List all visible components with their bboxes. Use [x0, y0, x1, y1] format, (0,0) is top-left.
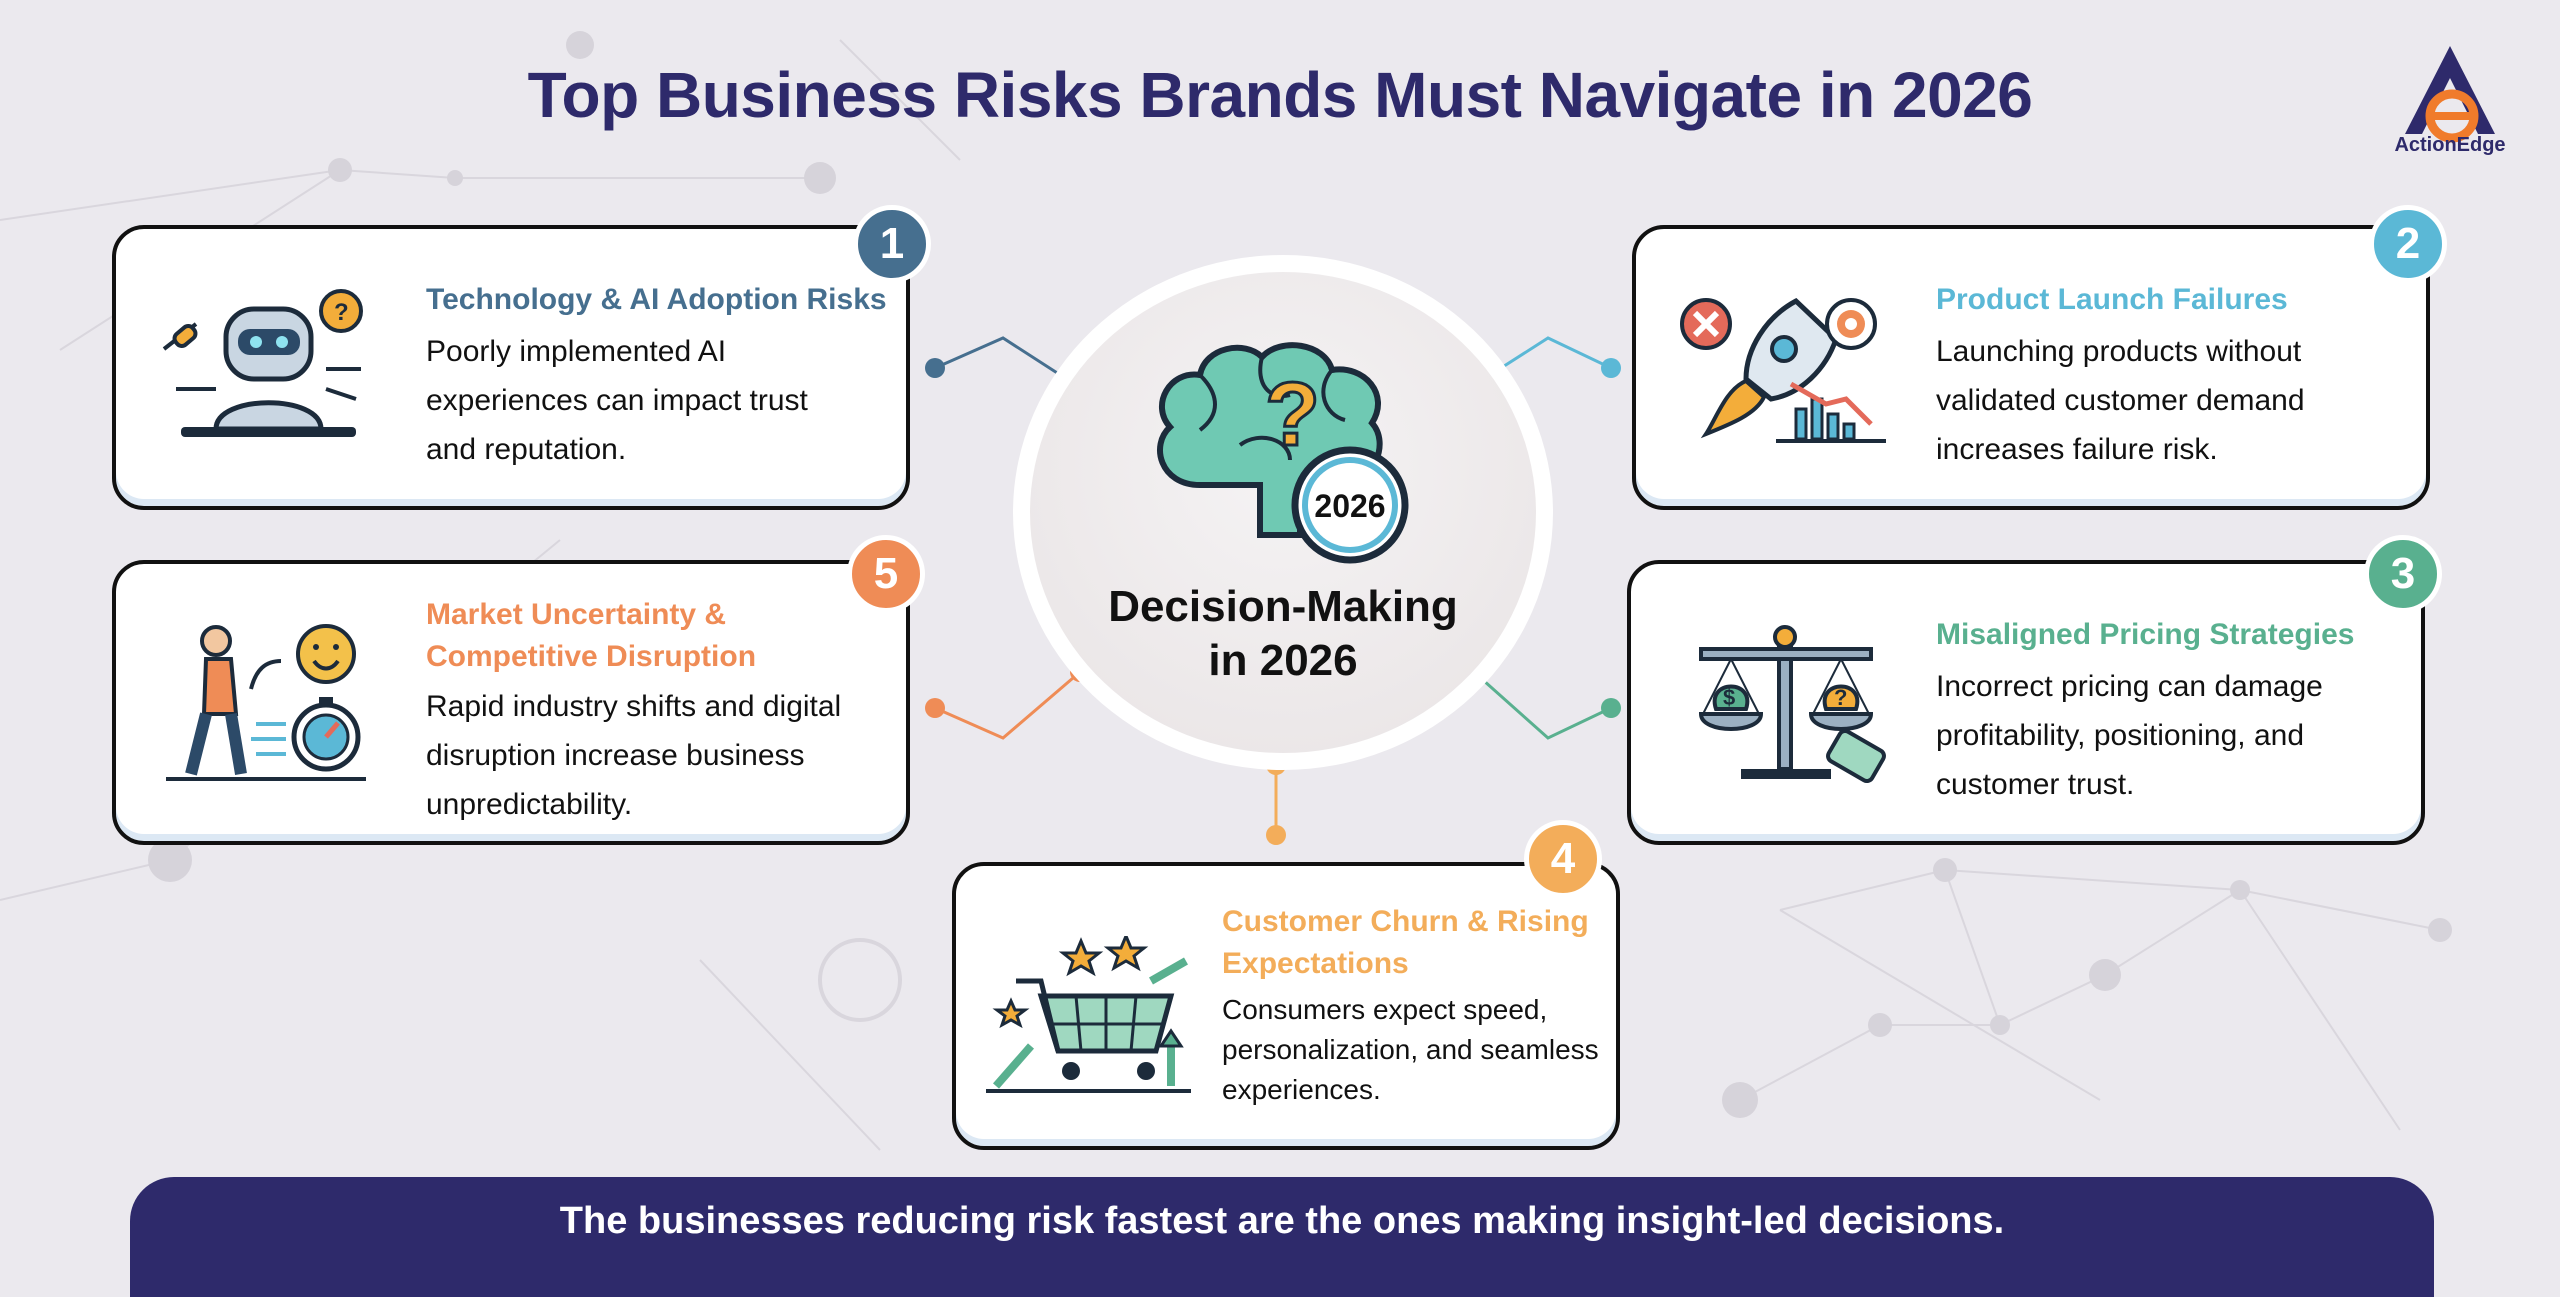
risk-card-4: Customer Churn & Rising Expectations Con…	[952, 862, 1620, 1150]
risk-card-1: ? Technology & AI Adoption Risks Poorly …	[112, 225, 910, 510]
risk-badge-5: 5	[847, 535, 925, 613]
risk-badge-4: 4	[1524, 820, 1602, 898]
risk-desc-1-line1: Poorly implemented AI	[426, 335, 727, 368]
risk-desc-2: Launching products without validated cus…	[1936, 327, 2305, 474]
risk-desc-2-line2: validated customer demand	[1936, 384, 2305, 417]
hub-label: Decision-Making in 2026	[1030, 580, 1536, 688]
shopping-cart-icon	[986, 936, 1191, 1093]
risk-desc-5: Rapid industry shifts and digital disrup…	[426, 682, 841, 829]
risk-title-5-line1: Market Uncertainty &	[426, 598, 727, 631]
risk-desc-5-line2: disruption increase business	[426, 739, 805, 772]
risk-title-3: Misaligned Pricing Strategies	[1936, 618, 2355, 651]
risk-desc-3-line1: Incorrect pricing can damage	[1936, 670, 2323, 703]
banner-text: The businesses reducing risk fastest are…	[559, 1200, 2005, 1242]
svg-text:$: $	[1723, 685, 1735, 710]
person-stopwatch-icon	[166, 624, 366, 781]
risk-desc-4-line1: Consumers expect speed,	[1222, 994, 1548, 1025]
risk-desc-2-line3: increases failure risk.	[1936, 433, 2218, 466]
risk-title-5-line2: Competitive Disruption	[426, 640, 757, 673]
clock-year: 2026	[1314, 488, 1385, 524]
scale-icon: $ ?	[1698, 625, 1886, 784]
risk-desc-4: Consumers expect speed, personalization,…	[1222, 990, 1599, 1110]
risk-desc-5-line3: unpredictability.	[426, 788, 633, 821]
risk-badge-1: 1	[853, 205, 931, 283]
risk-title-4: Customer Churn & Rising Expectations	[1222, 901, 1589, 985]
rocket-icon	[1680, 297, 1886, 443]
risk-desc-3-line3: customer trust.	[1936, 768, 2135, 801]
risk-desc-2-line1: Launching products without	[1936, 335, 2302, 368]
bottom-banner	[130, 1177, 2434, 1297]
risk-card-2: Product Launch Failures Launching produc…	[1632, 225, 2430, 510]
risk-title-2: Product Launch Failures	[1936, 283, 2288, 316]
risk-card-5: Market Uncertainty & Competitive Disrupt…	[112, 560, 910, 845]
risk-desc-3: Incorrect pricing can damage profitabili…	[1936, 662, 2323, 809]
risk-desc-1: Poorly implemented AI experiences can im…	[426, 327, 808, 474]
risk-badge-2: 2	[2369, 205, 2447, 283]
risk-desc-1-line2: experiences can impact trust	[426, 384, 808, 417]
page-title: Top Business Risks Brands Must Navigate …	[527, 59, 2033, 131]
svg-text:?: ?	[1834, 685, 1847, 710]
risk-desc-1-line3: and reputation.	[426, 433, 627, 466]
svg-text:?: ?	[1265, 365, 1320, 465]
actionedge-logo-icon	[2405, 46, 2495, 143]
logo-name: ActionEdge	[2394, 134, 2506, 156]
brain-clock-icon: ? 2026	[1157, 342, 1409, 564]
risk-desc-5-line1: Rapid industry shifts and digital	[426, 690, 842, 723]
risk-desc-4-line2: personalization, and seamless	[1222, 1034, 1599, 1065]
risk-badge-3: 3	[2364, 535, 2442, 613]
risk-title-4-line2: Expectations	[1222, 947, 1409, 980]
risk-desc-4-line3: experiences.	[1222, 1074, 1381, 1105]
hub-label-line1: Decision-Making	[1108, 582, 1458, 631]
risk-desc-3-line2: profitability, positioning, and	[1936, 719, 2304, 752]
hub-label-line2: in 2026	[1208, 636, 1358, 685]
risk-title-1: Technology & AI Adoption Risks	[426, 283, 887, 316]
risk-title-5: Market Uncertainty & Competitive Disrupt…	[426, 594, 756, 678]
risk-card-3: $ ? Misaligned Pricing Strategies Incorr…	[1627, 560, 2425, 845]
svg-text:?: ?	[334, 299, 349, 326]
risk-title-4-line1: Customer Churn & Rising	[1222, 905, 1589, 938]
robot-icon: ?	[162, 289, 363, 437]
